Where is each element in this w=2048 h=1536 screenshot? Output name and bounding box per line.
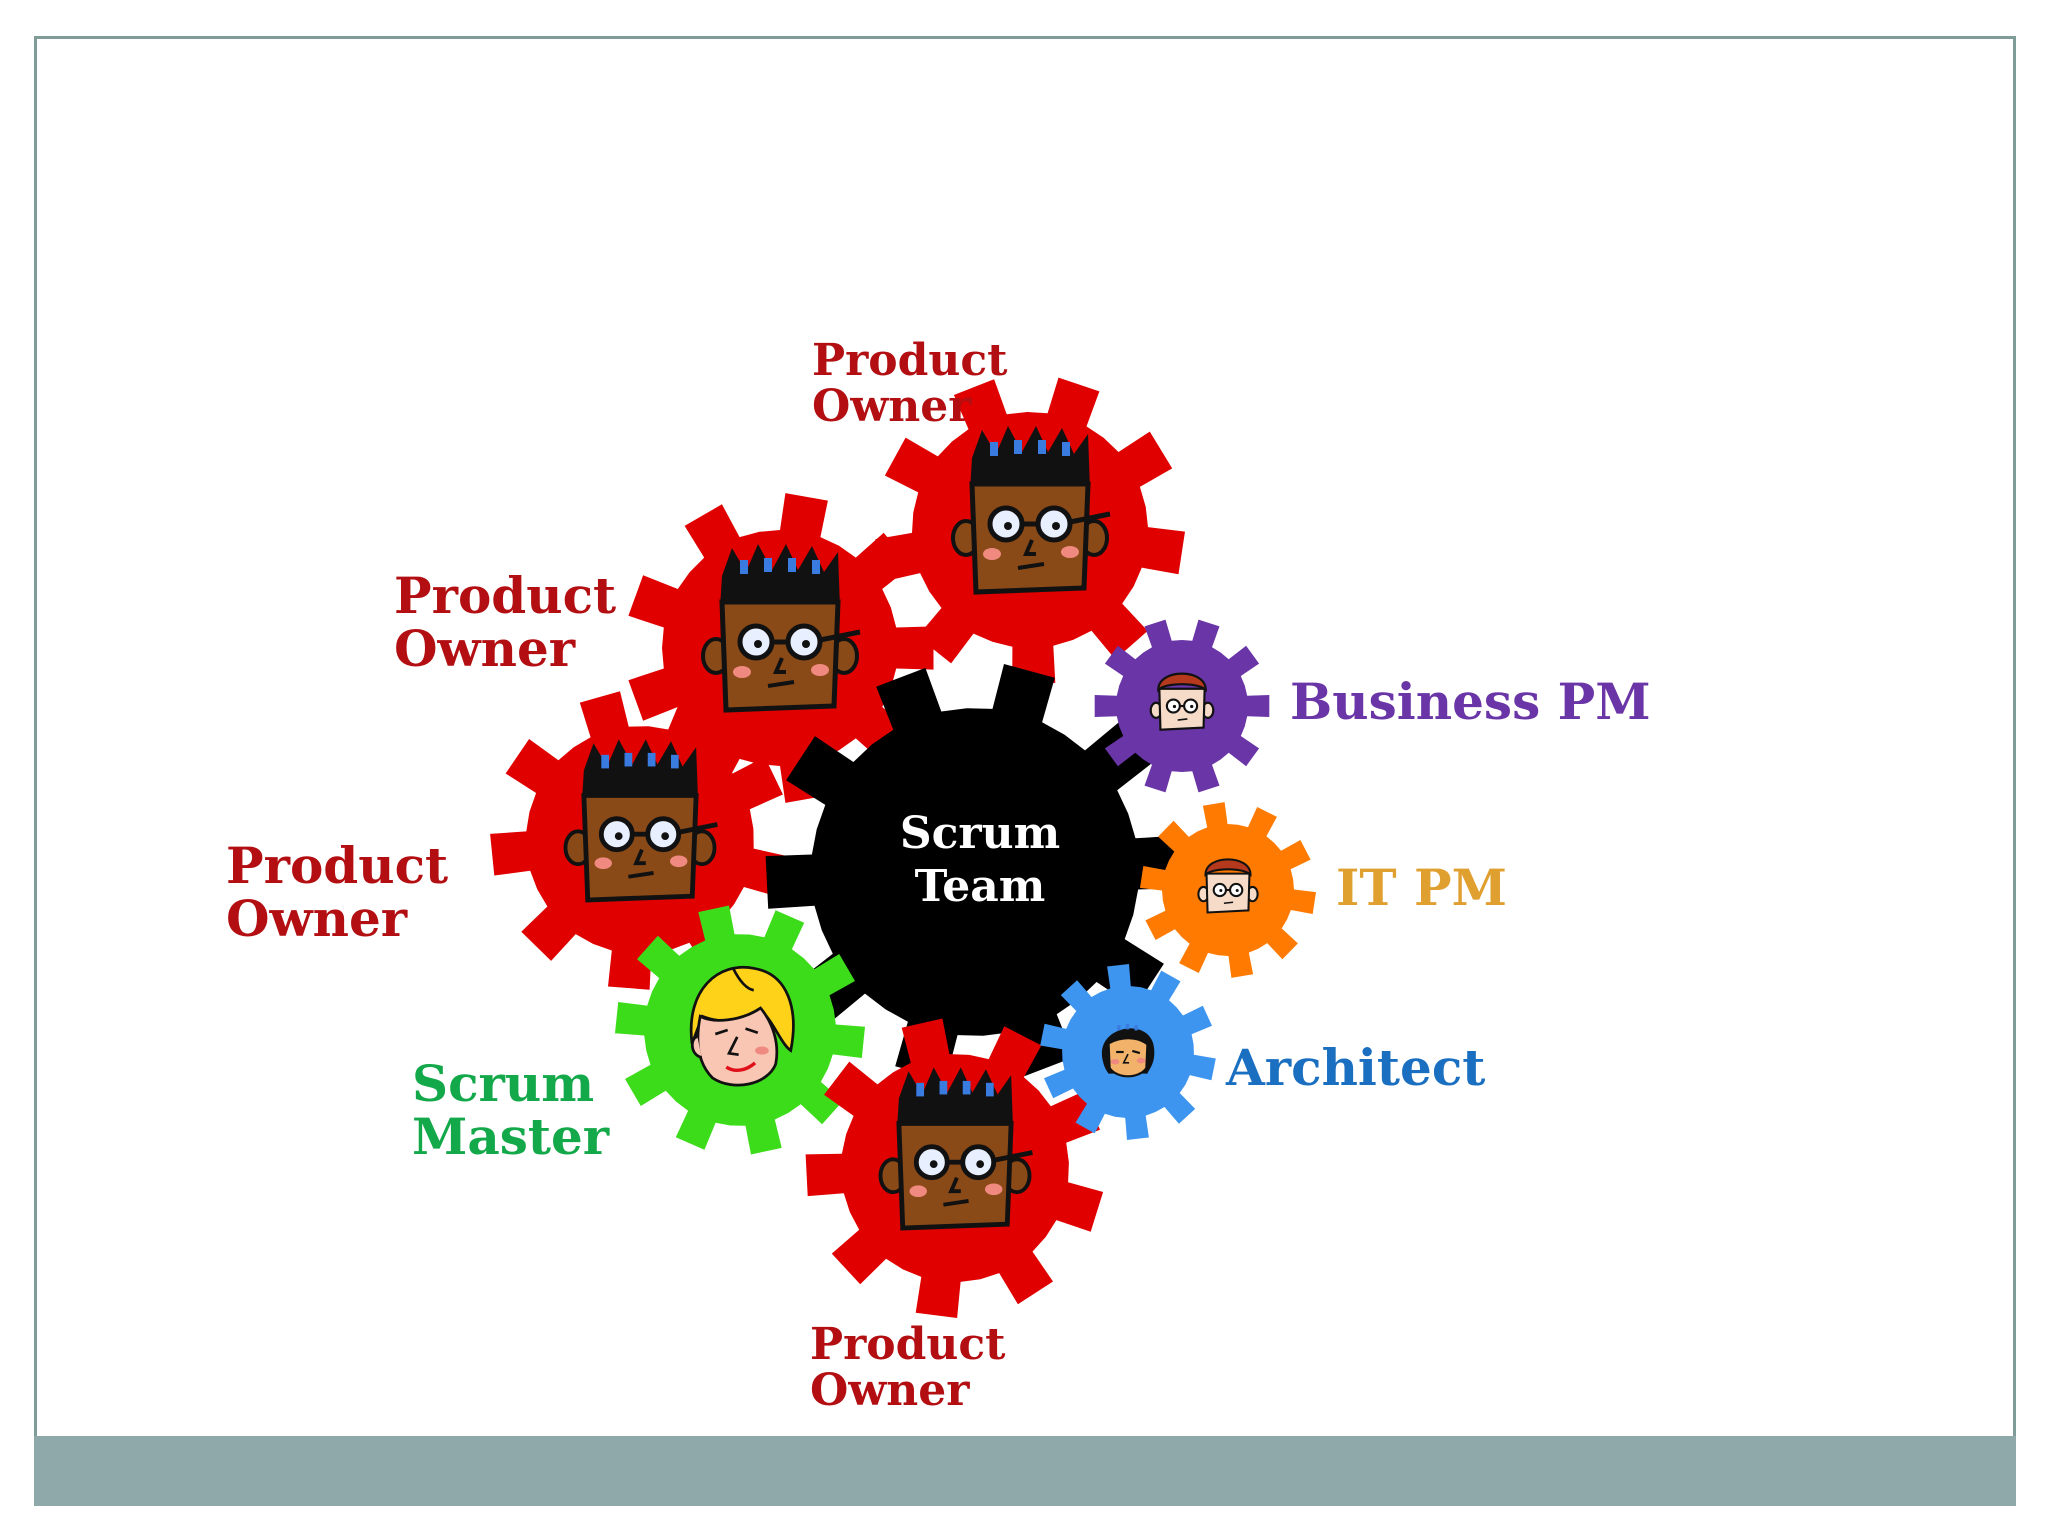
label-line: Product xyxy=(394,566,617,625)
label-line: Scrum xyxy=(412,1054,595,1113)
glasses-man-face-icon xyxy=(703,544,860,710)
center-label-scrum-team: Scrum Team xyxy=(880,808,1080,914)
label-business-pm: Business PM xyxy=(1290,672,1651,731)
label-line: Master xyxy=(412,1106,610,1166)
label-architect: Architect xyxy=(1226,1038,1486,1097)
footer-bar xyxy=(34,1436,2016,1506)
center-label-line: Scrum xyxy=(899,808,1061,859)
gear-product-owner-bottom xyxy=(805,1018,1104,1318)
label-line: Product xyxy=(812,335,1008,386)
glasses-man-face-icon xyxy=(953,426,1110,592)
label-line: Owner xyxy=(812,381,972,433)
gear-scrum-team-center xyxy=(765,664,1185,1080)
gear-it-pm xyxy=(1140,802,1316,978)
label-line: Product xyxy=(226,836,449,895)
gear-product-owner-top xyxy=(875,377,1185,684)
label-line: Owner xyxy=(394,618,576,678)
label-line: Business PM xyxy=(1290,672,1651,731)
label-product-owner-left: Product Owner xyxy=(226,836,449,948)
gear-scrum-master xyxy=(615,905,865,1155)
redhead-man-face-icon xyxy=(1197,858,1259,914)
gear-business-pm xyxy=(1094,619,1270,793)
label-line: IT PM xyxy=(1336,858,1507,917)
label-line: Owner xyxy=(226,888,408,948)
glasses-man-face-icon xyxy=(565,739,717,900)
label-it-pm: IT PM xyxy=(1336,858,1507,917)
gear-architect xyxy=(1040,964,1216,1140)
glasses-man-face-icon xyxy=(880,1067,1032,1228)
label-product-owner-top: Product Owner xyxy=(812,335,1008,433)
gear-layer xyxy=(490,377,1316,1318)
redhead-man-face-icon xyxy=(1149,672,1215,731)
label-product-owner-upper-left: Product Owner xyxy=(394,566,617,678)
gear-shape xyxy=(765,664,1185,1080)
center-label-line: Team xyxy=(914,860,1046,912)
label-line: Owner xyxy=(810,1365,970,1417)
label-scrum-master: Scrum Master xyxy=(412,1054,610,1166)
label-line: Product xyxy=(810,1319,1006,1370)
label-product-owner-bottom: Product Owner xyxy=(810,1319,1006,1417)
label-line: Architect xyxy=(1226,1038,1486,1097)
